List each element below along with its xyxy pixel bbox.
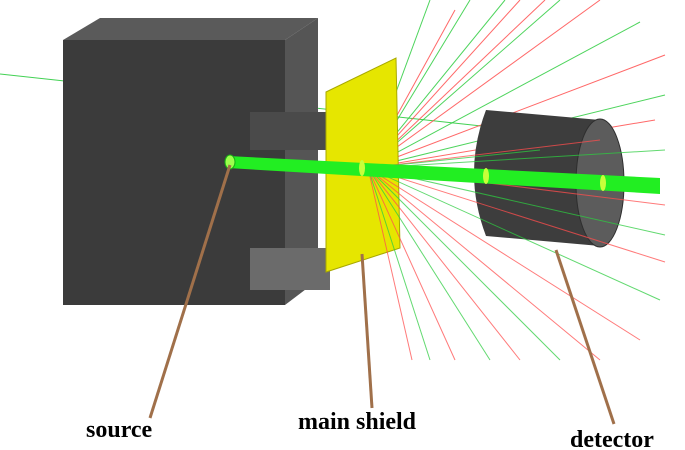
scattered-track (367, 167, 431, 361)
detector-label: detector (570, 427, 654, 450)
scattered-track (367, 0, 561, 169)
source-label: source (86, 417, 153, 443)
beam-marker-shield (359, 160, 365, 176)
primary-beam (224, 154, 660, 194)
scattered-track (367, 167, 491, 361)
scattered-track (367, 54, 666, 169)
main-shield-leader-line (360, 253, 374, 409)
scattered-track (367, 167, 666, 263)
main-shield-label: main shield (298, 409, 417, 435)
scattered-track (367, 167, 456, 361)
beam-line (228, 156, 660, 194)
scattered-track (367, 167, 661, 301)
scattered-track (367, 149, 666, 169)
beam-marker-detector-1 (483, 168, 489, 184)
source-leader-line (148, 164, 232, 419)
scattered-track (367, 139, 601, 169)
leader-lines (148, 164, 616, 425)
scattered-track (367, 21, 641, 169)
scattered-track (367, 167, 601, 361)
scattered-track (367, 0, 601, 169)
source-block-step-upper (250, 112, 330, 150)
detector-leader-line (554, 249, 616, 425)
scattered-track (367, 167, 521, 361)
scattered-track (367, 167, 641, 341)
beam-marker-detector-2 (600, 175, 606, 191)
source-block-step-lower (250, 248, 330, 290)
scattered-track (367, 167, 561, 361)
scattered-track (367, 167, 413, 361)
source-block-front-face (63, 40, 285, 305)
source-block-top-face (63, 18, 318, 40)
